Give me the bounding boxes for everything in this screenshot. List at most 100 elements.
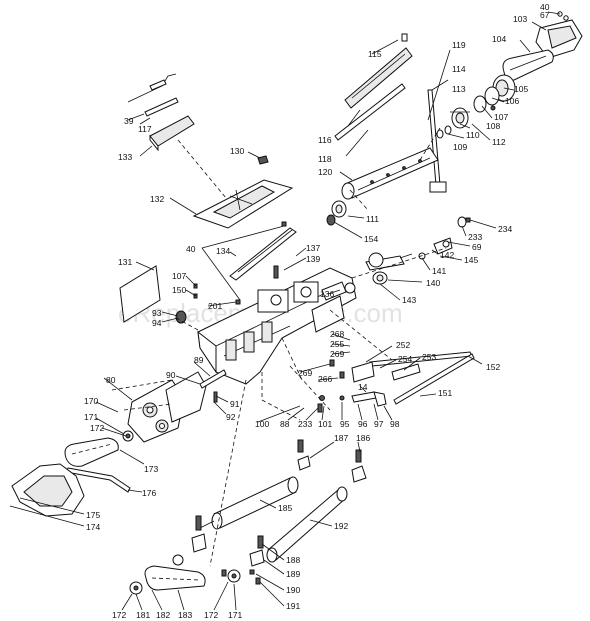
label-154: 154	[364, 234, 378, 244]
label-80: 80	[106, 375, 116, 385]
bracket-252-254	[351, 361, 421, 383]
spring-137	[273, 265, 279, 279]
gear-93-94	[175, 310, 187, 324]
label-119: 119	[452, 40, 466, 50]
plate-131	[119, 265, 161, 323]
belt-cover-top	[535, 11, 583, 59]
label-108: 108	[486, 121, 500, 131]
spring-gear-154	[326, 214, 336, 226]
label-130: 130	[230, 146, 244, 156]
label-142: 142	[440, 250, 454, 260]
label-133: 133	[118, 152, 132, 162]
label-101: 101	[318, 419, 332, 429]
label-97: 97	[374, 419, 384, 429]
label-39: 39	[124, 116, 134, 126]
label-94: 94	[152, 318, 162, 328]
spring-89-91	[199, 369, 227, 403]
bearing-188-189	[249, 535, 265, 567]
label-136: 136	[320, 289, 334, 299]
chain-183	[144, 565, 206, 591]
label-190: 190	[286, 585, 300, 595]
label-182: 182	[156, 610, 170, 620]
label-175: 175	[86, 510, 100, 520]
label-132: 132	[150, 194, 164, 204]
label-98: 98	[390, 419, 400, 429]
label-269: 269	[330, 349, 344, 359]
label-96: 96	[358, 419, 368, 429]
label-40: 40	[540, 2, 550, 12]
label-100: 100	[255, 419, 269, 429]
label-186: 186	[356, 433, 370, 443]
label-191: 191	[286, 601, 300, 611]
lift-bracket-136	[321, 281, 356, 301]
knife-gib	[344, 47, 413, 109]
cutterhead-pulley	[436, 74, 516, 139]
rod-151	[393, 353, 475, 405]
pin-201	[235, 299, 241, 305]
label-192: 192	[334, 521, 348, 531]
leader-lines	[9, 11, 561, 611]
part-labels: 40 67 103 104 105 106 107 108 110 109 11…	[84, 2, 550, 620]
label-269b: 269	[298, 368, 312, 378]
label-171b: 171	[228, 610, 242, 620]
label-105: 105	[514, 84, 528, 94]
screws-95-97-101-233	[317, 395, 345, 413]
label-172b: 172	[112, 610, 126, 620]
lever-143	[365, 252, 413, 271]
label-151: 151	[438, 388, 452, 398]
label-40b: 40	[186, 244, 196, 254]
label-67: 67	[540, 10, 550, 20]
label-139: 139	[306, 254, 320, 264]
label-181: 181	[136, 610, 150, 620]
label-140: 140	[426, 278, 440, 288]
label-137: 137	[306, 243, 320, 253]
bracket-142-145	[433, 237, 453, 255]
sprocket-172-171	[122, 430, 134, 442]
screw-266-269	[329, 359, 345, 379]
label-93: 93	[152, 308, 162, 318]
label-120: 120	[318, 167, 332, 177]
label-69: 69	[472, 242, 482, 252]
label-118: 118	[318, 154, 332, 164]
label-252: 252	[396, 340, 410, 350]
label-172: 172	[90, 423, 104, 433]
dust-chute-132	[192, 179, 294, 229]
spring-186-187	[297, 439, 367, 483]
top-cover-133	[149, 115, 195, 152]
label-171: 171	[84, 412, 98, 422]
spring-left-roller	[191, 515, 207, 553]
label-201: 201	[208, 301, 222, 311]
label-107: 107	[494, 112, 508, 122]
label-187: 187	[334, 433, 348, 443]
screw-233-234	[457, 216, 471, 228]
label-14: 14	[358, 382, 368, 392]
label-103: 103	[513, 14, 527, 24]
support-post	[427, 89, 447, 193]
sprocket-172-171-bottom	[221, 569, 241, 583]
outfeed-roller-192	[266, 486, 348, 563]
label-131: 131	[118, 257, 132, 267]
chain-cover-174-175	[11, 463, 85, 517]
label-150: 150	[172, 285, 186, 295]
crank-handle	[127, 73, 177, 103]
bracket-190-191	[249, 569, 261, 585]
label-172c: 172	[204, 610, 218, 620]
label-88: 88	[280, 419, 290, 429]
label-173: 173	[144, 464, 158, 474]
pin-40	[281, 221, 287, 227]
arm-140	[372, 271, 388, 285]
label-253: 253	[422, 352, 436, 362]
label-115: 115	[368, 49, 382, 59]
gearbox-cover-90	[165, 371, 207, 423]
label-145: 145	[464, 255, 478, 265]
drive-belt-top	[502, 49, 554, 81]
bearing-111	[331, 200, 347, 218]
label-116: 116	[318, 135, 332, 145]
label-183: 183	[178, 610, 192, 620]
label-95: 95	[340, 419, 350, 429]
label-106: 106	[505, 96, 519, 106]
label-254: 254	[398, 354, 412, 364]
label-234: 234	[498, 224, 512, 234]
